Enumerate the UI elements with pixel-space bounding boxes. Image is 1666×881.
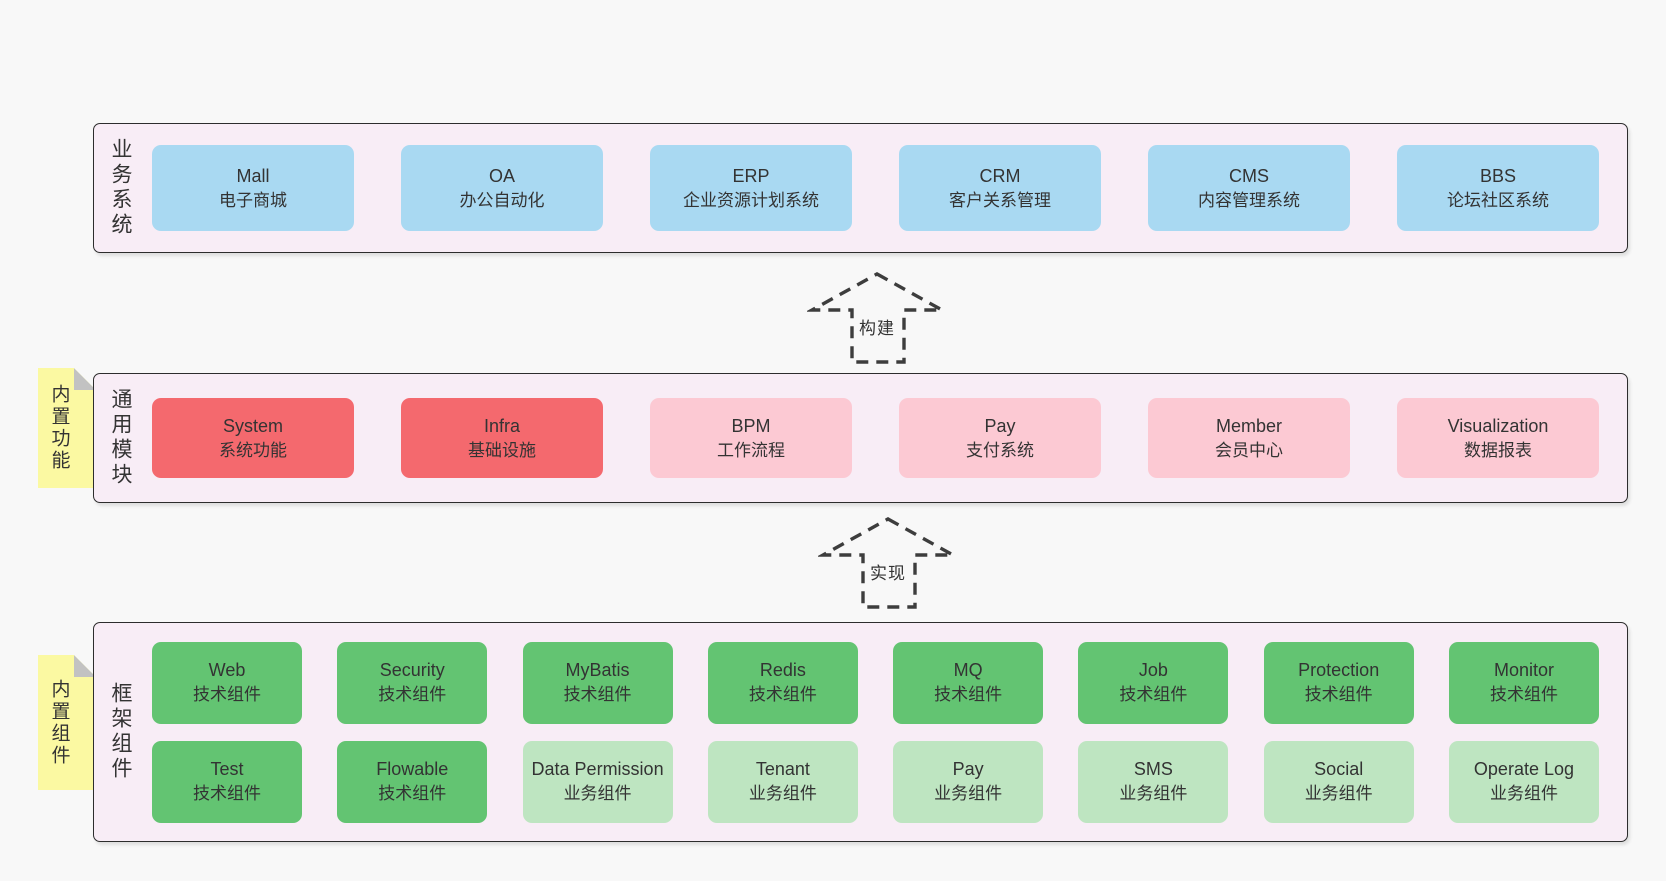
box-data-permission: Data Permission 业务组件 xyxy=(522,740,673,823)
box-flowable: Flowable 技术组件 xyxy=(337,740,488,823)
box-web: Web 技术组件 xyxy=(152,641,302,724)
panel-label-common-modules: 通用模块 xyxy=(109,388,132,488)
box-operate-log: Operate Log 业务组件 xyxy=(1448,740,1599,823)
components-row-1: Web 技术组件 Security 技术组件 MyBatis 技术组件 Redi… xyxy=(152,641,1599,724)
box-system: System 系统功能 xyxy=(152,398,354,478)
panel-framework-components: 框架组件 Web 技术组件 Security 技术组件 MyBatis 技术组件… xyxy=(93,622,1628,842)
sticky-note-builtin-components: 内置组件 xyxy=(38,655,96,790)
box-visualization: Visualization 数据报表 xyxy=(1397,398,1599,478)
box-mall: Mall 电子商城 xyxy=(152,145,354,231)
implement-arrow-label: 实现 xyxy=(866,558,910,585)
box-monitor: Monitor 技术组件 xyxy=(1448,641,1599,724)
components-row-2: Test 技术组件 Flowable 技术组件 Data Permission … xyxy=(152,740,1599,823)
common-modules-row: System 系统功能 Infra 基础设施 BPM 工作流程 Pay 支付系统… xyxy=(146,374,1627,502)
build-arrow-label: 构建 xyxy=(855,313,899,340)
block-arrow-up-icon xyxy=(807,272,947,364)
box-pay: Pay 支付系统 xyxy=(899,398,1101,478)
box-tenant: Tenant 业务组件 xyxy=(707,740,858,823)
box-bbs: BBS 论坛社区系统 xyxy=(1397,145,1599,231)
box-infra: Infra 基础设施 xyxy=(401,398,603,478)
box-mq: MQ 技术组件 xyxy=(893,641,1044,724)
box-bpm: BPM 工作流程 xyxy=(650,398,852,478)
panel-business-systems: 业务系统 Mall 电子商城 OA 办公自动化 ERP 企业资源计划系统 CRM… xyxy=(93,123,1628,253)
sticky-note-label: 内置组件 xyxy=(48,678,70,767)
sticky-note-label: 内置功能 xyxy=(48,384,70,472)
box-protection: Protection 技术组件 xyxy=(1263,641,1414,724)
box-sms: SMS 业务组件 xyxy=(1078,740,1229,823)
block-arrow-up-icon xyxy=(818,517,958,609)
box-member: Member 会员中心 xyxy=(1148,398,1350,478)
implement-arrow: 实现 xyxy=(818,514,958,611)
box-social: Social 业务组件 xyxy=(1263,740,1414,823)
box-pay-component: Pay 业务组件 xyxy=(893,740,1044,823)
panel-common-modules: 通用模块 System 系统功能 Infra 基础设施 BPM 工作流程 Pay… xyxy=(93,373,1628,503)
box-test: Test 技术组件 xyxy=(152,740,302,823)
business-systems-row: Mall 电子商城 OA 办公自动化 ERP 企业资源计划系统 CRM 客户关系… xyxy=(146,124,1627,252)
panel-label-business-systems: 业务系统 xyxy=(109,138,132,238)
box-mybatis: MyBatis 技术组件 xyxy=(522,641,673,724)
sticky-note-builtin-features: 内置功能 xyxy=(38,368,96,488)
framework-components-grid: Web 技术组件 Security 技术组件 MyBatis 技术组件 Redi… xyxy=(146,623,1627,841)
panel-label-framework-components: 框架组件 xyxy=(109,682,132,782)
box-oa: OA 办公自动化 xyxy=(401,145,603,231)
build-arrow: 构建 xyxy=(807,269,947,366)
box-redis: Redis 技术组件 xyxy=(707,641,858,724)
box-erp: ERP 企业资源计划系统 xyxy=(650,145,852,231)
box-security: Security 技术组件 xyxy=(337,641,488,724)
box-job: Job 技术组件 xyxy=(1078,641,1229,724)
box-cms: CMS 内容管理系统 xyxy=(1148,145,1350,231)
box-crm: CRM 客户关系管理 xyxy=(899,145,1101,231)
